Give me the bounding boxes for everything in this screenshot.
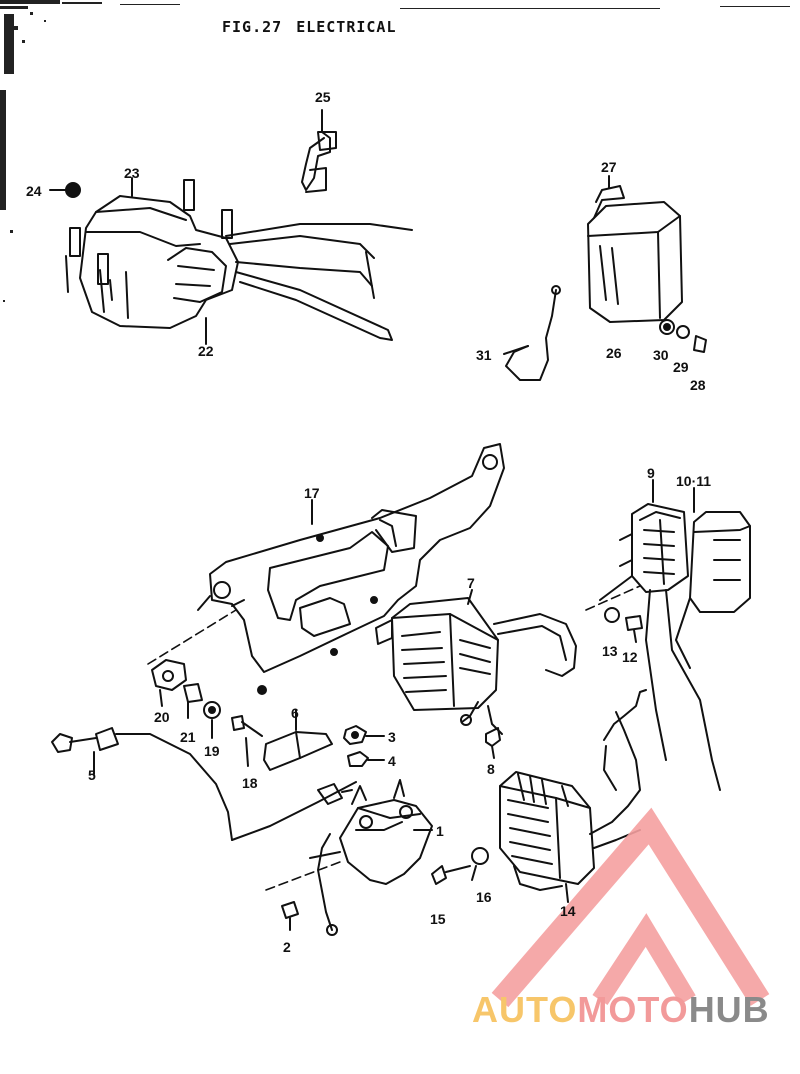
callout-28: 28: [690, 377, 706, 393]
starter-relay: [309, 779, 433, 936]
callout-2: 2: [283, 939, 291, 955]
nut-4: [347, 751, 369, 767]
callout-21: 21: [180, 729, 196, 745]
callout-23: 23: [124, 165, 140, 181]
leader-14: [565, 883, 569, 903]
washer-16: [471, 847, 489, 865]
callout-3: 3: [388, 729, 396, 745]
alignment-line-right: [585, 585, 641, 611]
terminal-cover-6: [263, 731, 333, 771]
watermark-text: AUTOMOTOHUB: [472, 992, 770, 1028]
watermark-moto: MOTO: [577, 989, 689, 1030]
callout-15: 15: [430, 911, 446, 927]
ignition-coil-assembly: [65, 179, 413, 341]
callout-30: 30: [653, 347, 669, 363]
figure-id: FIG.27: [222, 18, 283, 36]
clamp: [301, 109, 337, 193]
callout-1: 1: [436, 823, 444, 839]
callout-10-11: 10·11: [676, 473, 712, 489]
washer-30: [659, 319, 675, 335]
watermark-logo: [491, 807, 770, 1008]
figure-title: FIG.27 ELECTRICAL: [222, 18, 397, 36]
callout-6: 6: [291, 705, 299, 721]
grommet-20: [151, 659, 187, 691]
callout-27: 27: [601, 159, 617, 175]
callout-17: 17: [304, 485, 320, 501]
watermark-hub: HUB: [688, 989, 770, 1030]
callout-9: 9: [647, 465, 655, 481]
callout-16: 16: [476, 889, 492, 905]
callout-24: 24: [26, 183, 42, 199]
alignment-line-left: [147, 609, 237, 665]
bolt-18: [231, 715, 263, 737]
battery-cable: [51, 727, 357, 841]
washer-29: [676, 325, 690, 339]
collar-21: [183, 683, 203, 703]
rectifier: [375, 597, 577, 735]
callout-19: 19: [204, 743, 220, 759]
callout-26: 26: [606, 345, 622, 361]
starter-relay-cover: [587, 185, 683, 323]
figure-name: ELECTRICAL: [296, 18, 397, 36]
screw-28: [693, 335, 707, 353]
callout-8: 8: [487, 761, 495, 777]
screw-2: [281, 901, 299, 931]
callout-12: 12: [622, 649, 638, 665]
coil-cap-nut: [65, 182, 81, 198]
watermark-auto: AUTO: [472, 989, 578, 1030]
mounting-plate: [197, 443, 505, 695]
callout-31: 31: [476, 347, 492, 363]
callout-25: 25: [315, 89, 331, 105]
callout-7: 7: [467, 575, 475, 591]
callout-20: 20: [154, 709, 170, 725]
callout-13: 13: [602, 643, 618, 659]
regulator: [499, 689, 647, 891]
callout-4: 4: [388, 753, 396, 769]
callout-29: 29: [673, 359, 689, 375]
bolt-15: [431, 865, 471, 885]
callout-22: 22: [198, 343, 214, 359]
leader-7: [467, 589, 473, 605]
callout-18: 18: [242, 775, 258, 791]
screw-12: [625, 615, 643, 643]
callout-14: 14: [560, 903, 576, 919]
alignment-line-starter: [265, 861, 341, 891]
scan-noise: [0, 0, 790, 302]
nut-3: [343, 725, 367, 745]
screw-8: [485, 727, 501, 759]
callout-5: 5: [88, 767, 96, 783]
fuse-box: [599, 503, 751, 791]
washer-19: [203, 701, 221, 719]
ground-lead: [505, 289, 557, 381]
washer-13: [604, 607, 620, 623]
